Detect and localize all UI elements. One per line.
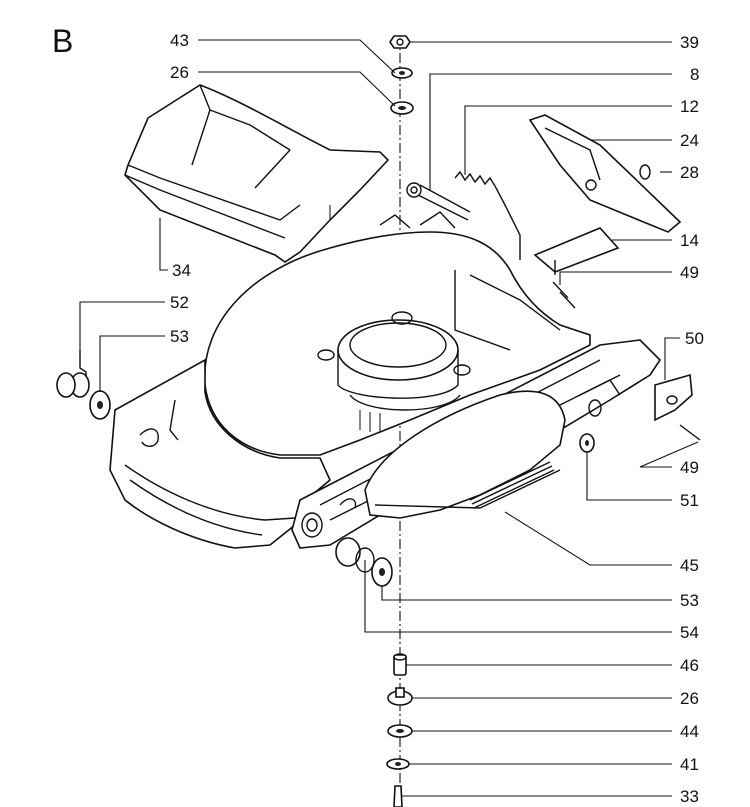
callout-43: 43 — [170, 31, 189, 50]
callout-26-top: 26 — [170, 63, 189, 82]
part-51-washer — [579, 433, 595, 453]
part-44-washer — [387, 724, 413, 738]
part-26-washer-bottom — [387, 687, 413, 706]
callout-8: 8 — [690, 65, 699, 84]
callout-44: 44 — [680, 722, 699, 741]
part-34-cover — [124, 84, 390, 263]
callout-28: 28 — [680, 163, 699, 182]
callout-54: 54 — [680, 623, 699, 642]
part-53-washer-left — [89, 390, 111, 420]
part-8-rod — [406, 182, 471, 221]
callout-26-bottom: 26 — [680, 689, 699, 708]
part-49-pin-top — [552, 281, 576, 309]
part-12-spring — [454, 170, 521, 260]
part-49-pin-bottom — [679, 424, 701, 441]
part-50-bracket — [654, 373, 693, 422]
callout-45: 45 — [680, 556, 699, 575]
leader-lines — [79, 39, 699, 797]
callout-50: 50 — [685, 329, 704, 348]
section-letter: B — [52, 23, 73, 59]
callout-52: 52 — [170, 293, 189, 312]
part-52-pin — [56, 350, 90, 398]
callout-53-left: 53 — [170, 327, 189, 346]
callout-46: 46 — [680, 656, 699, 675]
callout-34: 34 — [172, 261, 191, 280]
part-26-washer-top — [390, 101, 414, 115]
part-33-bolt — [393, 785, 403, 807]
callout-24: 24 — [680, 131, 699, 150]
callout-53-front: 53 — [680, 591, 699, 610]
callout-51: 51 — [680, 491, 699, 510]
callout-41: 41 — [680, 755, 699, 774]
part-43-washer — [391, 67, 413, 79]
rear-axle-pivot — [579, 379, 621, 417]
part-39-nut — [389, 35, 411, 49]
part-53-washer-front — [371, 557, 393, 587]
left-axle-pivot — [139, 399, 179, 447]
part-41-washer — [386, 758, 410, 770]
callout-49-bottom: 49 — [680, 458, 699, 477]
part-14-bracket — [533, 227, 620, 275]
callout-49-top: 49 — [680, 263, 699, 282]
part-24-lever — [528, 114, 682, 233]
blade-collar-ring — [317, 311, 471, 433]
part-28-ring — [639, 164, 651, 180]
part-54-spacer — [335, 537, 375, 573]
callout-12: 12 — [680, 97, 699, 116]
callout-39: 39 — [680, 33, 699, 52]
front-axle-pivot — [301, 498, 357, 538]
callout-14: 14 — [680, 231, 699, 250]
part-46-spacer — [393, 653, 407, 676]
callout-33: 33 — [680, 787, 699, 806]
